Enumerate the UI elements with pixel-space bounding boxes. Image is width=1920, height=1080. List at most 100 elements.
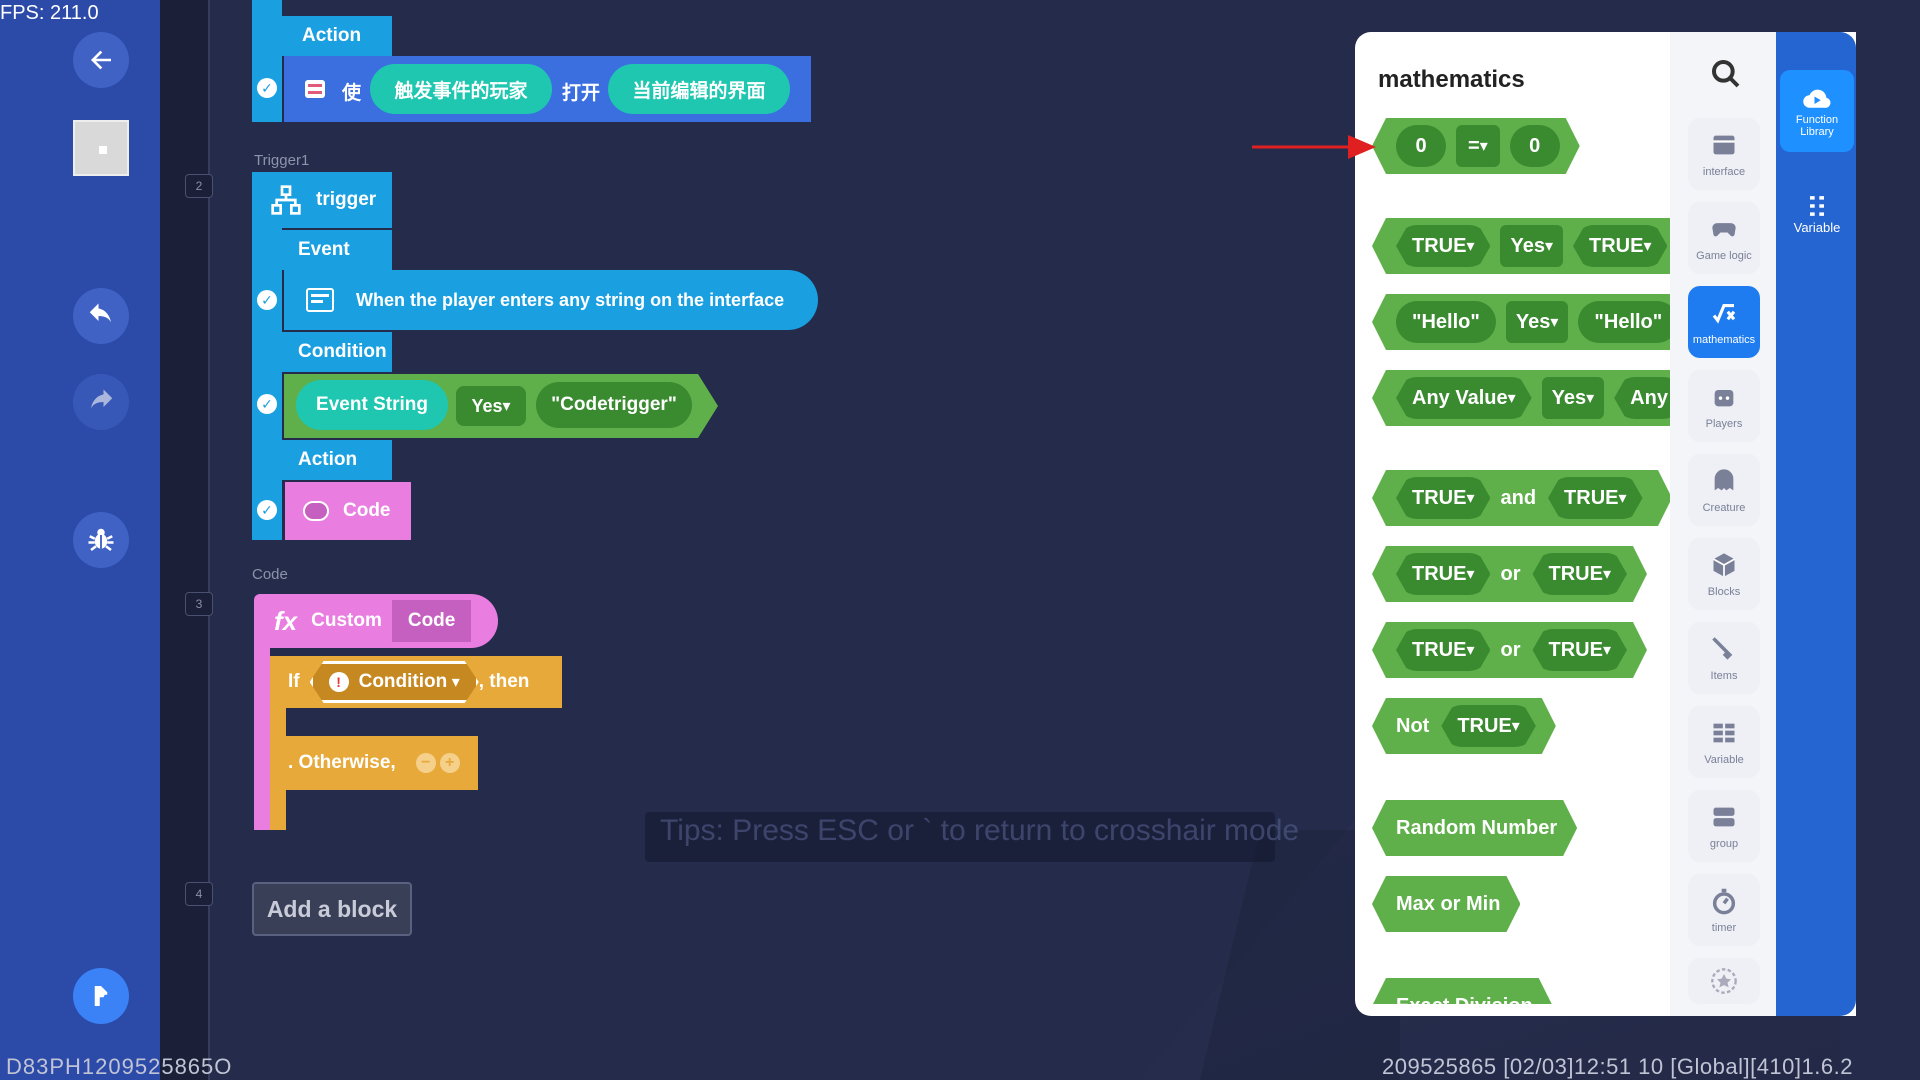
compare-op-dropdown[interactable]: = <box>1456 125 1500 167</box>
category-creature[interactable]: Creature <box>1688 454 1760 526</box>
tab-function-library-label: Function Library <box>1795 114 1839 138</box>
action-word: 打开 <box>562 83 601 104</box>
condition-dropdown[interactable]: Condition <box>359 671 460 693</box>
random-number-block[interactable]: Random Number <box>1372 800 1577 856</box>
compare-right[interactable]: 0 <box>1510 125 1560 167</box>
or-left[interactable]: TRUE <box>1396 553 1490 595</box>
code-caption: Code <box>252 566 288 583</box>
subject-slot[interactable]: 触发事件的玩家 <box>370 64 552 114</box>
otherwise-block[interactable]: . Otherwise, − + <box>280 736 478 790</box>
string-value-slot[interactable]: "Codetrigger" <box>536 382 692 428</box>
any-equal-block[interactable]: Any Value Yes Any <box>1372 370 1670 426</box>
build-info: 209525865 [02/03]12:51 10 [Global][410]1… <box>1382 1054 1853 1079</box>
max-or-min-block[interactable]: Max or Min <box>1372 876 1520 932</box>
and-right[interactable]: TRUE <box>1548 477 1642 519</box>
code-call-row[interactable]: Code <box>285 482 411 540</box>
event-interface-icon <box>306 288 334 312</box>
gamepad-icon <box>1709 214 1739 244</box>
cloud-play-icon <box>1803 89 1831 108</box>
otherwise-label: . Otherwise, <box>288 752 396 773</box>
condition-slot[interactable]: ! Condition <box>310 661 479 703</box>
exact-division-block[interactable]: Exact Division <box>1372 978 1553 1004</box>
flag-play-icon <box>94 986 108 1006</box>
or-block[interactable]: TRUE or TRUE <box>1372 546 1647 602</box>
interface-icon <box>305 80 325 98</box>
category-timer[interactable]: timer <box>1688 874 1760 946</box>
or-right[interactable]: TRUE <box>1532 553 1626 595</box>
category-label: Blocks <box>1707 586 1741 598</box>
or-block[interactable]: TRUE or TRUE <box>1372 622 1647 678</box>
code-call-label: Code <box>343 500 391 521</box>
not-value[interactable]: TRUE <box>1441 705 1535 747</box>
string-equal-block[interactable]: "Hello" Yes "Hello" <box>1372 294 1670 350</box>
event-row[interactable]: When the player enters any string on the… <box>284 270 818 330</box>
trigger-header[interactable]: trigger <box>252 172 392 228</box>
minus-icon[interactable]: − <box>415 753 436 773</box>
category-game-logic[interactable]: Game logic <box>1688 202 1760 274</box>
scene-thumbnail[interactable] <box>73 120 129 176</box>
enabled-check-icon[interactable]: ✓ <box>257 394 277 414</box>
event-label: Event <box>298 239 350 260</box>
compare-dropdown[interactable]: Yes <box>456 386 526 426</box>
category-more[interactable] <box>1688 958 1760 1004</box>
bool-left[interactable]: TRUE <box>1396 225 1490 267</box>
enabled-check-icon[interactable]: ✓ <box>257 78 277 98</box>
string-op[interactable]: Yes <box>1506 301 1569 343</box>
category-interface[interactable]: interface <box>1688 118 1760 190</box>
compare-left[interactable]: 0 <box>1396 125 1446 167</box>
redo-button[interactable] <box>73 374 129 430</box>
or-left[interactable]: TRUE <box>1396 629 1490 671</box>
category-blocks[interactable]: Blocks <box>1688 538 1760 610</box>
category-label: group <box>1709 838 1739 850</box>
undo-button[interactable] <box>73 288 129 344</box>
enabled-check-icon[interactable]: ✓ <box>257 500 277 520</box>
bool-equal-block[interactable]: TRUE Yes TRUE <box>1372 218 1670 274</box>
back-button[interactable] <box>73 32 129 88</box>
tab-function-library[interactable]: Function Library <box>1780 70 1854 152</box>
and-block[interactable]: TRUE and TRUE <box>1372 470 1670 526</box>
sword-icon <box>1709 634 1739 664</box>
any-right[interactable]: Any <box>1614 377 1670 419</box>
function-name[interactable]: Code <box>391 600 472 642</box>
event-string-slot[interactable]: Event String <box>296 380 448 430</box>
compare-block[interactable]: 0 = 0 <box>1372 118 1580 174</box>
category-label: mathematics <box>1692 334 1756 346</box>
condition-label: Condition <box>298 341 387 362</box>
any-left[interactable]: Any Value <box>1396 377 1532 419</box>
action-header: Action <box>252 16 392 56</box>
bool-right[interactable]: TRUE <box>1573 225 1667 267</box>
action-verb: 使 <box>342 83 362 104</box>
any-op[interactable]: Yes <box>1542 377 1605 419</box>
and-left[interactable]: TRUE <box>1396 477 1490 519</box>
plus-icon[interactable]: + <box>439 753 460 773</box>
enabled-check-icon[interactable]: ✓ <box>257 290 277 310</box>
list-icon <box>1810 195 1824 216</box>
search-icon[interactable] <box>1710 58 1742 90</box>
or-right[interactable]: TRUE <box>1532 629 1626 671</box>
custom-function-header[interactable]: fx Custom Code <box>254 594 498 648</box>
string-right[interactable]: "Hello" <box>1578 301 1670 343</box>
add-block-button[interactable]: Add a block <box>252 882 412 936</box>
line-number: 2 <box>185 174 213 198</box>
category-variable[interactable]: Variable <box>1688 706 1760 778</box>
category-items[interactable]: Items <box>1688 622 1760 694</box>
if-block[interactable]: If ! Condition , then <box>270 656 562 708</box>
red-arrow-annotation <box>1252 135 1376 159</box>
arrow-left-icon <box>91 50 111 70</box>
category-label: Variable <box>1704 754 1744 766</box>
debug-button[interactable] <box>73 512 129 568</box>
category-group[interactable]: group <box>1688 790 1760 862</box>
string-left[interactable]: "Hello" <box>1396 301 1496 343</box>
category-players[interactable]: Players <box>1688 370 1760 442</box>
not-block[interactable]: Not TRUE <box>1372 698 1556 754</box>
variable-icon <box>1709 718 1739 748</box>
category-mathematics[interactable]: mathematics <box>1688 286 1760 358</box>
trigger-rail <box>252 172 282 540</box>
tab-variable[interactable]: Variable <box>1780 172 1854 254</box>
bool-op[interactable]: Yes <box>1500 225 1563 267</box>
not-op: Not <box>1396 714 1430 737</box>
warning-icon: ! <box>329 672 349 692</box>
or-op: or <box>1500 562 1521 585</box>
target-slot[interactable]: 当前编辑的界面 <box>608 64 790 114</box>
run-button[interactable] <box>73 968 129 1024</box>
